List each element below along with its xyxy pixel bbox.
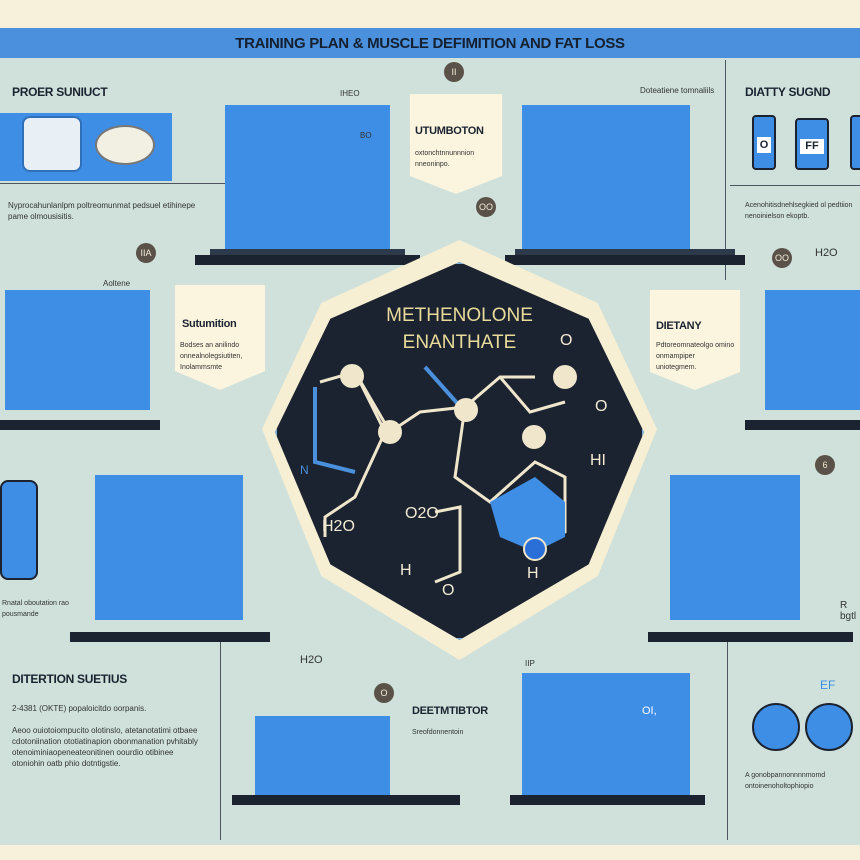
jar-icon <box>22 116 82 172</box>
callout-heading: DIETANY <box>656 320 702 332</box>
bottom-strip <box>0 845 860 860</box>
pedestal <box>745 420 860 430</box>
callout-text: Bodses an anilindo onnealnolegsiutiten, … <box>180 342 243 371</box>
atom-label: O <box>442 582 455 599</box>
section-subtext: 2-4381 (OKTE) popaloicitdo oorpanis. <box>12 704 147 713</box>
exercise-panel-squat <box>765 290 860 410</box>
pedestal <box>232 795 460 805</box>
atom-label: H <box>400 562 412 579</box>
sphere-icon <box>805 703 853 751</box>
bottle-icon: O <box>752 115 776 170</box>
section-heading: DITERTION SUETIUS <box>12 672 127 686</box>
section-text: A gonobpannonnnnmomd ontoinenoholtophiop… <box>745 772 826 790</box>
step-badge: II <box>444 62 464 82</box>
exercise-panel-split-squat <box>670 475 800 620</box>
callout-left <box>175 285 265 390</box>
label: H2O <box>815 247 838 259</box>
bottle-icon: FF <box>795 118 829 170</box>
exercise-panel-dumbbell-row <box>225 105 390 250</box>
exercise-panel-lunge <box>522 105 690 250</box>
label: IHEO <box>340 89 360 98</box>
exercise-panel-weighted-lunge <box>522 673 690 803</box>
section-heading: PROER SUNIUCT <box>12 85 108 99</box>
bottle-icon <box>0 480 38 580</box>
pedestal <box>515 249 735 255</box>
pill-icon <box>95 125 155 165</box>
divider <box>220 640 221 840</box>
step-badge: OO <box>476 197 496 217</box>
section-text: Acenohitisdnehlsegkied ol pedtiion nenoi… <box>745 202 853 220</box>
section-text: Rnatal oboutation rao pousmande <box>2 600 69 618</box>
callout-heading: DEETMTIBTOR <box>412 705 488 717</box>
atom-label: H <box>527 565 539 582</box>
molecule-title: ENANTHATE <box>402 332 517 353</box>
exercise-panel-deadlift <box>95 475 243 620</box>
divider <box>725 60 726 280</box>
atom-icon <box>522 425 546 449</box>
atom-label: O2O <box>405 505 439 522</box>
divider <box>727 640 728 840</box>
atom-icon <box>340 364 364 388</box>
step-badge: 6 <box>815 455 835 475</box>
label: EF <box>820 678 836 692</box>
callout-right <box>650 290 740 390</box>
callout-text: Pdtoreomnateolgo omino onmampiper uniote… <box>656 342 735 371</box>
molecule-title: METHENOLONE <box>386 305 533 326</box>
pedestal <box>210 249 405 255</box>
label: OI, <box>642 705 657 717</box>
step-badge: OO <box>772 248 792 268</box>
atom-label: H2O <box>322 518 355 535</box>
exercise-panel-pushup <box>255 716 390 803</box>
bottle-label: O <box>757 137 771 153</box>
atom-label: N <box>300 463 309 477</box>
molecule-structure <box>313 365 567 584</box>
pedestal <box>70 632 270 642</box>
callout-upper <box>410 94 502 194</box>
callout-text: Sreofdonnentoin <box>412 729 464 736</box>
atom-label: O <box>560 332 573 349</box>
exercise-panel-kettlebell <box>5 290 150 410</box>
pedestal <box>195 255 420 265</box>
bottle-label: FF <box>800 139 824 154</box>
sphere-icon <box>752 703 800 751</box>
section-text: R bgtl <box>840 600 857 622</box>
label: Doteatiene tomnaliils <box>640 86 715 95</box>
callout-heading: UTUMBOTON <box>415 125 484 137</box>
page-title: TRAINING PLAN & MUSCLE DEFIMITION AND FA… <box>0 28 860 58</box>
label: H2O <box>300 654 323 666</box>
pedestal <box>510 795 705 805</box>
pedestal <box>0 420 160 430</box>
atom-icon <box>553 365 577 389</box>
pedestal <box>648 632 853 642</box>
section-heading: DIATTY SUGND <box>745 85 831 99</box>
top-strip <box>0 0 860 28</box>
bottle-icon <box>850 115 860 170</box>
pedestal <box>505 255 745 265</box>
label: Aoltene <box>103 279 131 288</box>
label: BO <box>360 131 372 140</box>
callout-text: oxtonchtnnunnnion nneoninpo. <box>415 150 475 168</box>
section-text: Nyprocahunlanlpm poltreomunmat pedsuel e… <box>8 201 196 221</box>
label: IIP <box>525 659 535 668</box>
step-badge: O <box>374 683 394 703</box>
section-text: Aeoo ouiotoiompucito olotinslo, atetanot… <box>12 726 198 768</box>
atom-label: O <box>595 398 608 415</box>
divider <box>730 185 860 186</box>
step-badge: IIA <box>136 243 156 263</box>
callout-heading: Sutumition <box>182 318 237 330</box>
atom-label: HI <box>590 452 606 469</box>
atom-icon <box>378 420 402 444</box>
divider <box>0 183 225 184</box>
atom-icon <box>454 398 478 422</box>
